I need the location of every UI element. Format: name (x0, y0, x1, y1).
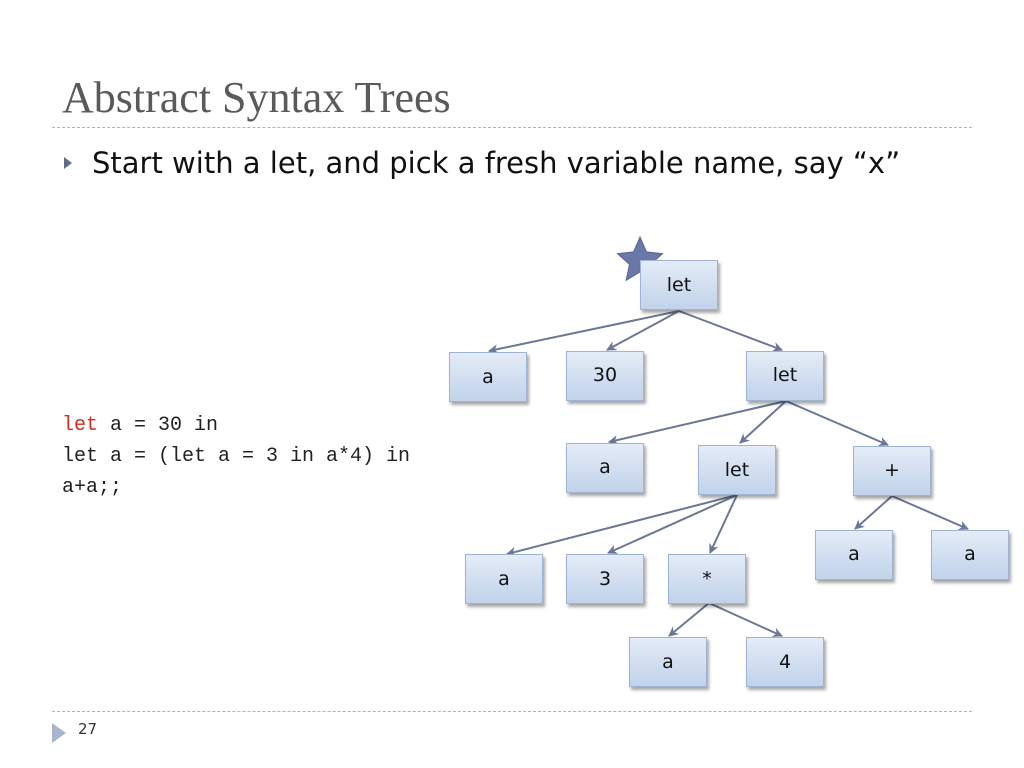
footer-arrow-icon (52, 723, 66, 743)
edge-let2-a (608, 400, 787, 445)
edge-times-4 (708, 602, 783, 637)
edge-root-30 (606, 310, 680, 351)
code-keyword-let: let (62, 414, 99, 437)
node-plus: + (853, 446, 931, 496)
edge-let3-a (506, 494, 738, 557)
edge-let3-3 (607, 494, 738, 554)
slide-number: 27 (78, 720, 98, 738)
edge-root-a (488, 310, 680, 355)
slide-title: Abstract Syntax Trees (62, 73, 451, 122)
node-4: 4 (746, 637, 824, 687)
node-a-6: a (931, 530, 1009, 580)
code-block: let a = 30 in let a = (let a = 3 in a*4)… (62, 410, 410, 503)
code-line-3: a+a;; (62, 476, 123, 499)
edge-let2-let (739, 400, 787, 444)
edge-root-let (678, 310, 783, 352)
node-a-3: a (465, 554, 543, 604)
footer-divider (52, 711, 972, 712)
node-3: 3 (566, 554, 644, 604)
node-a-1: a (449, 352, 527, 402)
node-30: 30 (566, 351, 644, 401)
bullet-arrow-icon (64, 157, 72, 169)
node-times: * (668, 554, 746, 604)
edge-plus-a1 (854, 495, 893, 530)
title-divider (52, 127, 972, 128)
node-a-5: a (815, 530, 893, 580)
node-let-root: let (640, 260, 718, 310)
edge-let2-plus (785, 400, 889, 447)
node-let-2: let (746, 351, 824, 401)
node-let-3: let (698, 445, 776, 495)
edge-let3-times (709, 494, 738, 554)
edge-plus-a2 (891, 495, 969, 531)
code-line-2: let a = (let a = 3 in a*4) in (62, 445, 411, 468)
node-a-2: a (566, 443, 644, 493)
code-line-1: a = 30 in (98, 414, 219, 437)
bullet-text: Start with a let, and pick a fresh varia… (92, 146, 901, 180)
node-a-4: a (629, 637, 707, 687)
edge-times-a (668, 602, 710, 637)
